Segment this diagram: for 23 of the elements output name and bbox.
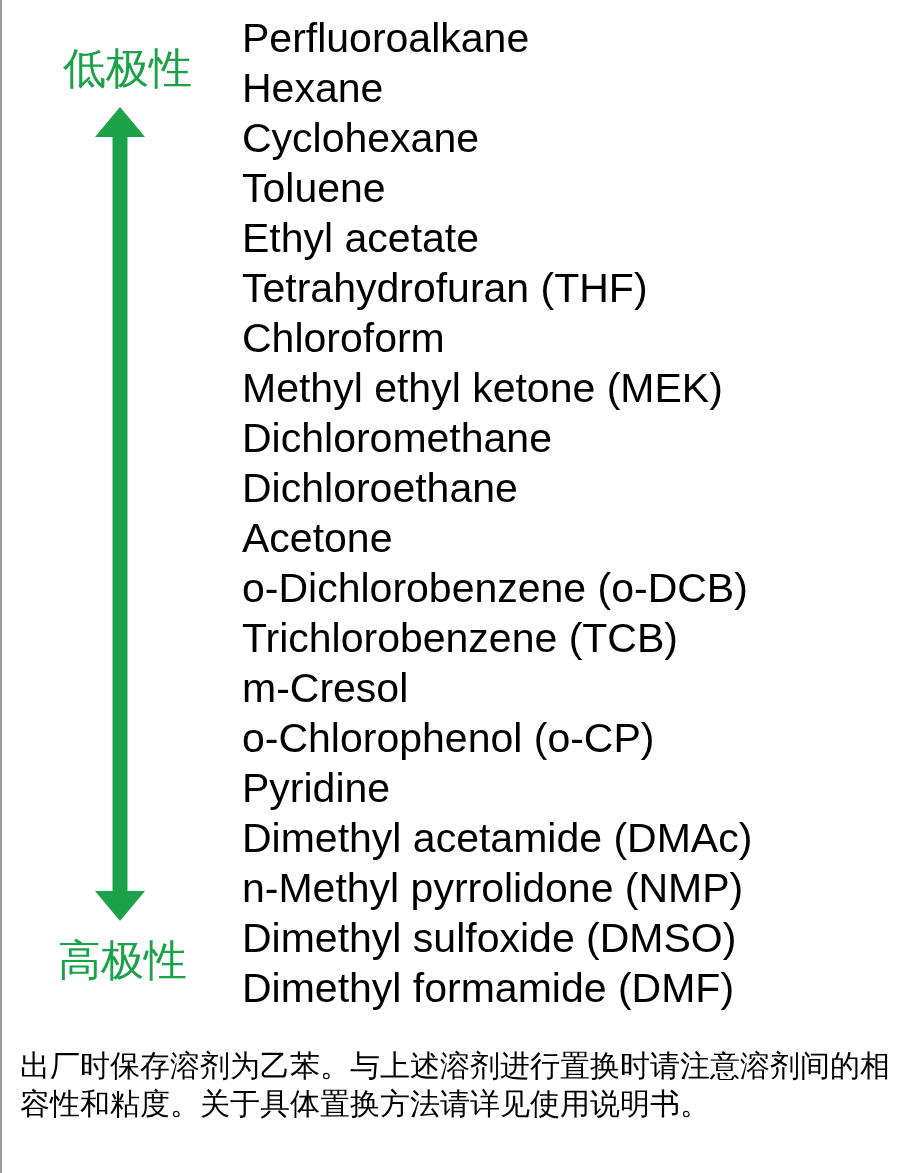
scale-label: 低极性	[63, 45, 192, 91]
scale-label: 高极性	[58, 937, 187, 983]
solvent-name: Dimethyl acetamide (DMAc)	[242, 814, 753, 863]
solvent-name: m-Cresol	[242, 664, 409, 713]
solvent-name: Acetone	[242, 514, 393, 563]
solvent-name: Hexane	[242, 64, 384, 113]
solvent-name: Chloroform	[242, 314, 445, 363]
solvent-name: Cyclohexane	[242, 114, 480, 163]
solvent-name: Dichloromethane	[242, 414, 552, 463]
solvent-name: n-Methyl pyrrolidone (NMP)	[242, 864, 744, 913]
solvent-name: Dichloroethane	[242, 464, 518, 513]
solvent-name: o-Chlorophenol (o-CP)	[242, 714, 655, 763]
solvent-name: Ethyl acetate	[242, 214, 480, 263]
solvent-name: Pyridine	[242, 764, 391, 813]
solvent-name: Methyl ethyl ketone (MEK)	[242, 364, 723, 413]
solvent-name: Dimethyl formamide (DMF)	[242, 964, 735, 1013]
solvent-name: Perfluoroalkane	[242, 14, 530, 63]
solvent-name: o-Dichlorobenzene (o-DCB)	[242, 564, 748, 613]
note-text: 出厂时保存溶剂为乙苯。与上述溶剂进行置换时请注意溶剂间的相容性和粘度。关于具体置换方法请详见使用说明书。	[20, 1048, 891, 1122]
solvent-name: Tetrahydrofuran (THF)	[242, 264, 648, 313]
solvent-name: Dimethyl sulfoxide (DMSO)	[242, 914, 737, 963]
solvent-name: Toluene	[242, 164, 386, 213]
solvent-name: Trichlorobenzene (TCB)	[242, 614, 678, 663]
